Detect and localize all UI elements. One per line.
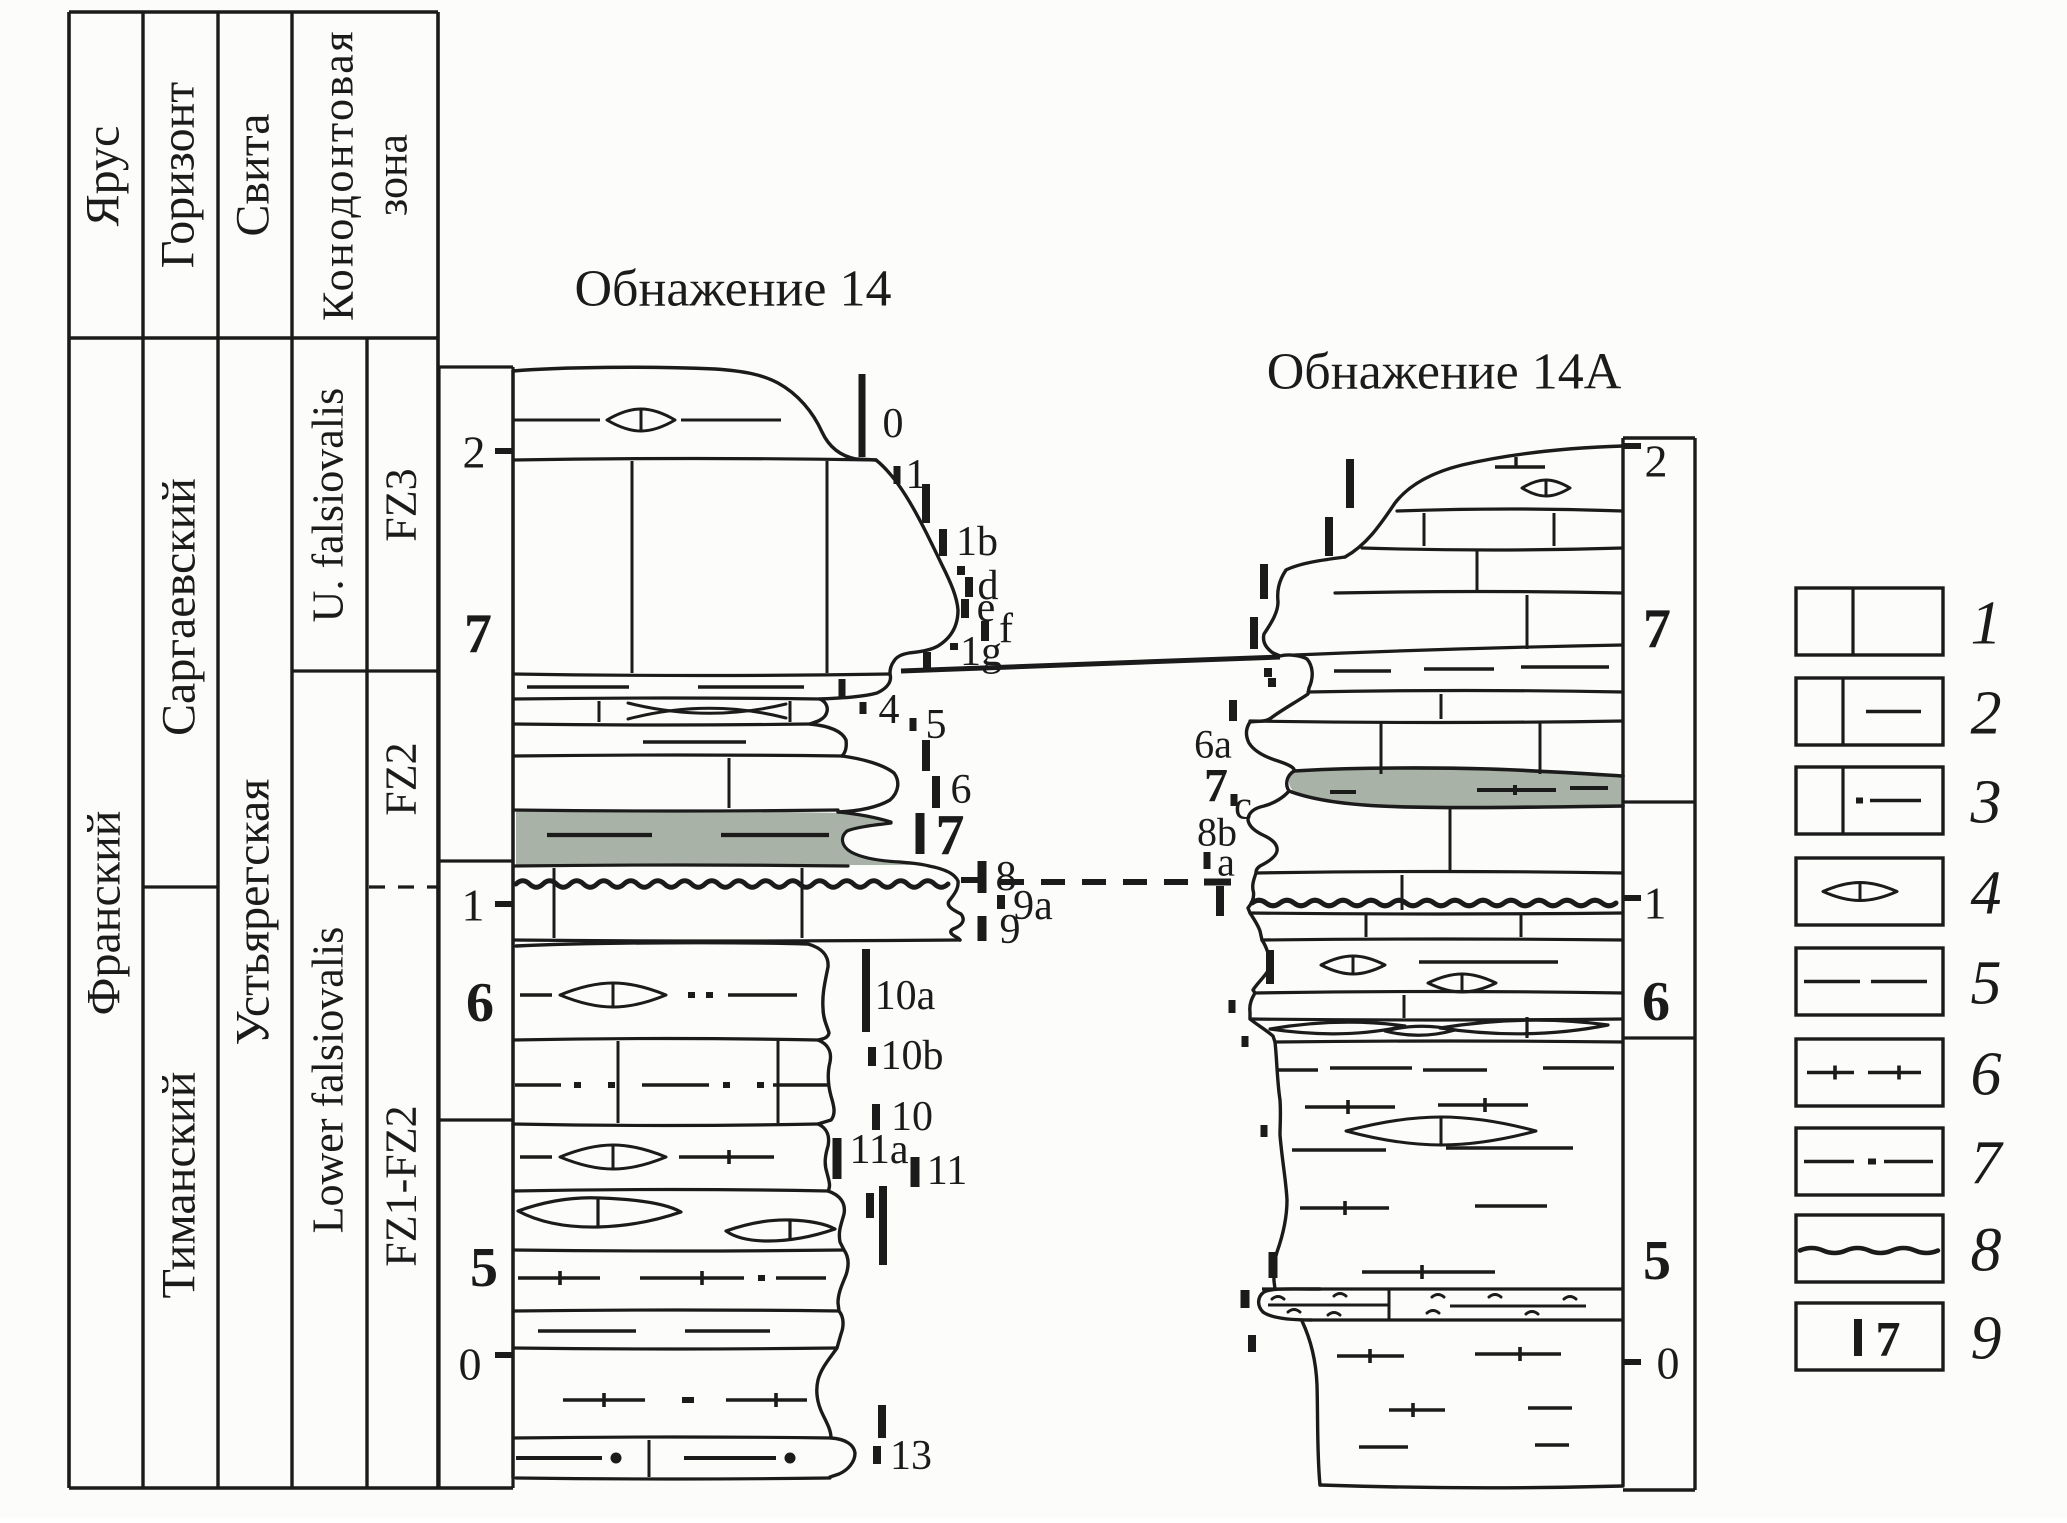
svg-text:Lower falsiovalis: Lower falsiovalis	[304, 927, 353, 1234]
svg-text:11: 11	[927, 1148, 967, 1194]
svg-text:6: 6	[466, 972, 494, 1034]
svg-text:7: 7	[464, 603, 492, 665]
svg-text:5: 5	[1643, 1230, 1671, 1292]
svg-text:0: 0	[459, 1339, 482, 1390]
svg-text:Свита: Свита	[227, 113, 280, 236]
svg-text:6: 6	[1642, 971, 1670, 1033]
svg-text:Ярус: Ярус	[77, 126, 130, 227]
svg-text:7: 7	[1204, 760, 1228, 813]
svg-text:f: f	[999, 606, 1013, 652]
svg-text:1: 1	[1971, 590, 2002, 658]
svg-text:FZ1-FZ2: FZ1-FZ2	[377, 1105, 426, 1266]
svg-text:0: 0	[1657, 1338, 1680, 1389]
svg-text:FZ3: FZ3	[377, 468, 426, 541]
svg-text:a: a	[1217, 840, 1235, 885]
svg-text:4: 4	[879, 687, 900, 733]
svg-text:4: 4	[1971, 860, 2002, 928]
svg-text:5: 5	[1971, 950, 2002, 1018]
svg-text:1b: 1b	[956, 519, 998, 565]
svg-text:10: 10	[891, 1094, 933, 1140]
svg-text:8: 8	[996, 854, 1017, 900]
svg-text:5: 5	[470, 1237, 498, 1299]
svg-text:7: 7	[936, 803, 965, 868]
svg-text:11a: 11a	[849, 1127, 908, 1173]
svg-text:6: 6	[951, 767, 972, 813]
svg-text:зона: зона	[368, 134, 417, 216]
svg-text:U. falsiovalis: U. falsiovalis	[304, 388, 353, 623]
svg-text:e: e	[977, 585, 996, 631]
svg-text:1: 1	[906, 452, 927, 498]
svg-text:9a: 9a	[1013, 883, 1053, 929]
svg-text:Франский: Франский	[78, 811, 131, 1016]
svg-text:Тиманский: Тиманский	[153, 1072, 206, 1299]
svg-text:1: 1	[1644, 878, 1667, 929]
svg-text:6a: 6a	[1194, 722, 1232, 767]
svg-text:FZ2: FZ2	[377, 742, 426, 815]
svg-text:5: 5	[926, 702, 947, 748]
svg-text:1: 1	[462, 880, 485, 931]
svg-text:7: 7	[1971, 1130, 2005, 1198]
svg-text:2: 2	[1971, 680, 2002, 748]
svg-text:Саргаевский: Саргаевский	[153, 478, 206, 736]
svg-text:2: 2	[463, 427, 486, 478]
svg-text:2: 2	[1645, 436, 1668, 487]
svg-text:3: 3	[1970, 769, 2002, 837]
svg-text:Обнажение 14: Обнажение 14	[575, 261, 892, 318]
svg-text:13: 13	[890, 1433, 932, 1479]
svg-text:10a: 10a	[875, 973, 936, 1019]
svg-text:6: 6	[1971, 1041, 2002, 1109]
svg-text:Устьярегская: Устьярегская	[227, 779, 280, 1046]
svg-text:9: 9	[1000, 907, 1021, 953]
svg-text:8b: 8b	[1197, 810, 1237, 855]
svg-text:10b: 10b	[881, 1033, 944, 1079]
svg-text:7: 7	[1876, 1311, 1901, 1367]
svg-text:c: c	[1234, 783, 1252, 828]
svg-text:Обнажение 14А: Обнажение 14А	[1267, 344, 1622, 401]
svg-text:8: 8	[1971, 1217, 2002, 1285]
svg-text:Конодонтовая: Конодонтовая	[314, 29, 363, 321]
svg-text:9: 9	[1971, 1305, 2002, 1373]
svg-text:Горизонт: Горизонт	[152, 82, 205, 269]
svg-text:7: 7	[1643, 598, 1671, 660]
svg-text:0: 0	[883, 401, 904, 447]
svg-text:d: d	[978, 563, 999, 609]
